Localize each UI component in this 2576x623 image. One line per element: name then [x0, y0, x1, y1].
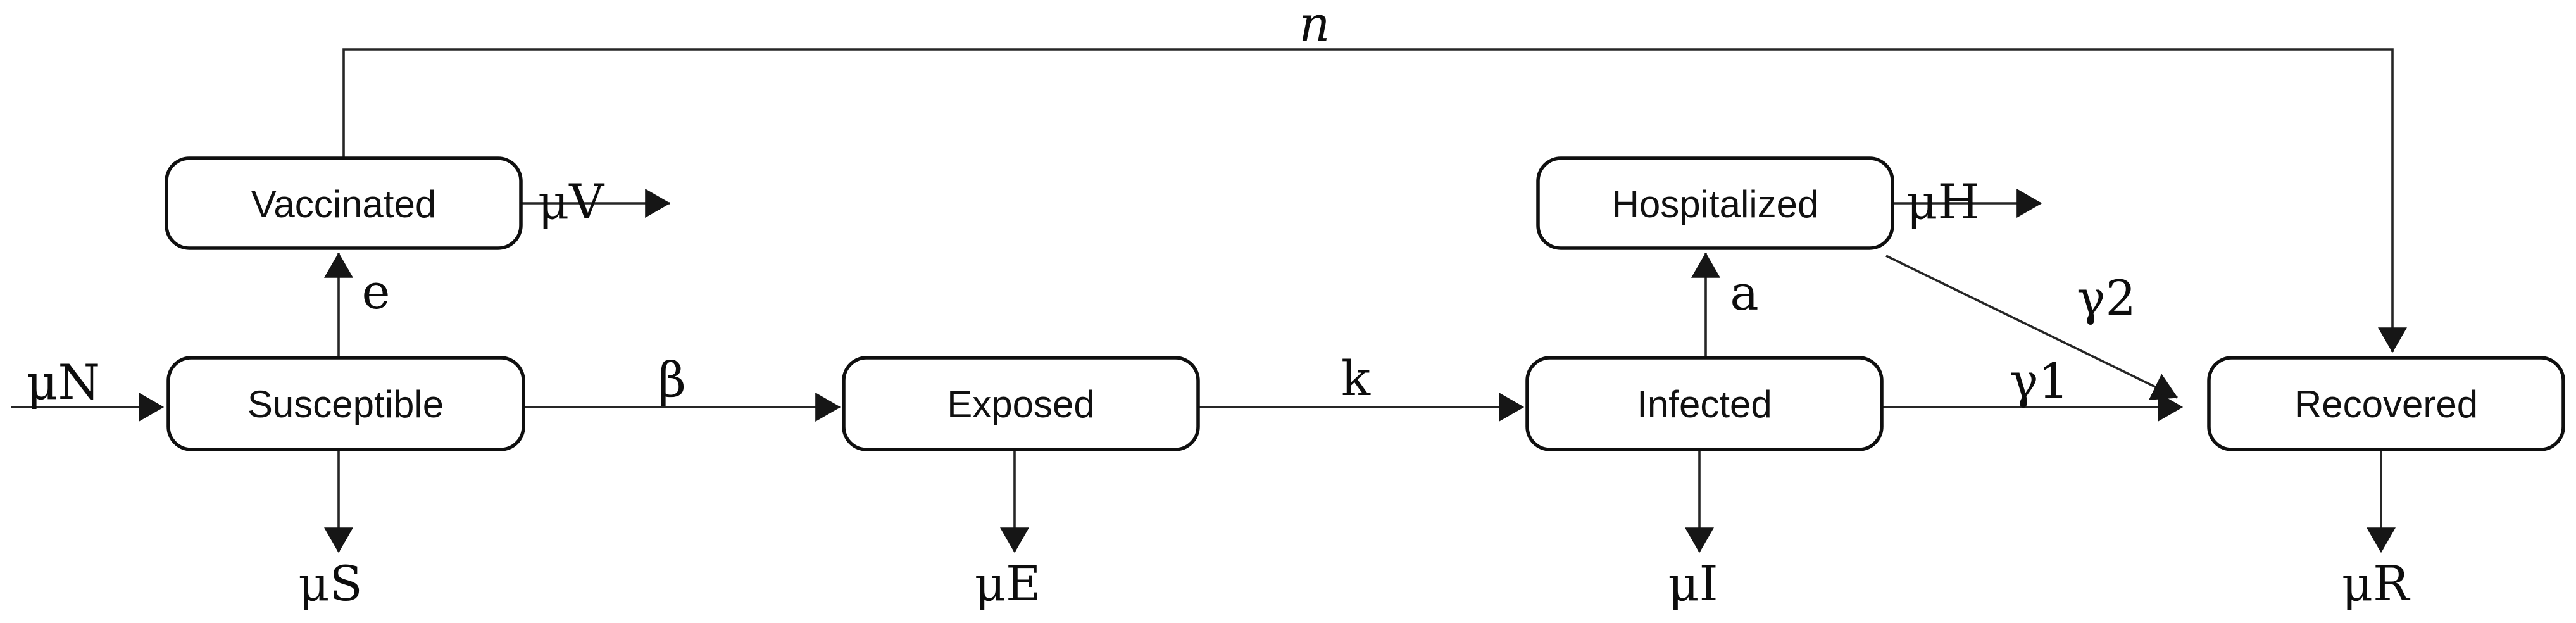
node-box-hospitalized — [1536, 156, 1894, 250]
edge-label-a: a — [1730, 265, 1758, 321]
arrow-vaccinated-to-recovered — [342, 48, 2407, 353]
node-box-infected — [1525, 356, 1884, 451]
edge-label-mu-s: μS — [298, 555, 362, 612]
edge-label-mu-h: μH — [1906, 173, 1980, 230]
edge-label-mu-n: μN — [27, 354, 100, 410]
arrow-hospitalized-to-recovered — [1885, 255, 2179, 400]
node-box-recovered — [2207, 356, 2565, 451]
edge-label-k: k — [1341, 350, 1371, 406]
node-label-recovered: Recovered — [2294, 383, 2478, 425]
node-label-infected: Infected — [1637, 383, 1772, 425]
node-label-susceptible: Susceptible — [247, 383, 444, 425]
edge-label-mu-v: μV — [538, 173, 604, 230]
node-box-exposed — [842, 356, 1200, 451]
nodes-layer: Vaccinated Hospitalized Susceptible Expo… — [165, 156, 2565, 451]
node-box-vaccinated — [165, 156, 523, 250]
edge-label-mu-i: μI — [1668, 555, 1718, 612]
node-label-hospitalized: Hospitalized — [1612, 183, 1819, 225]
edge-label-gamma1: γ1 — [2010, 353, 2069, 409]
edge-label-gamma2: γ2 — [2077, 270, 2136, 326]
edge-label-e: e — [362, 263, 391, 320]
edges-layer — [11, 48, 2407, 553]
rate-labels-layer: μN e μV n β μS k μE a μH γ2 γ1 μI μR — [27, 0, 2411, 612]
node-box-susceptible — [166, 356, 525, 451]
node-label-exposed: Exposed — [947, 383, 1095, 425]
node-label-vaccinated: Vaccinated — [251, 183, 436, 225]
edge-label-beta: β — [658, 351, 686, 408]
edge-label-n: n — [1299, 0, 1330, 52]
edge-label-mu-e: μE — [975, 555, 1041, 612]
edge-label-mu-r: μR — [2342, 555, 2411, 612]
